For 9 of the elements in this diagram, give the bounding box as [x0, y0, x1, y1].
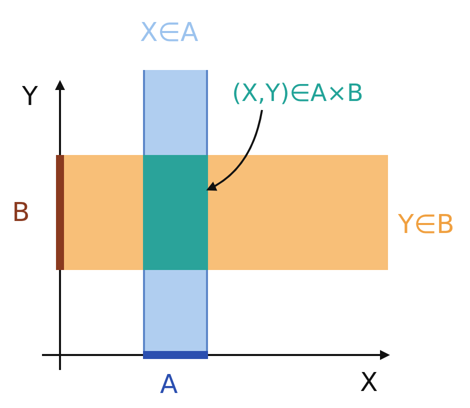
axis-label: Y [22, 82, 38, 112]
set-label: B [12, 198, 30, 228]
intersection-region [143, 155, 208, 270]
set-label: X∈A [140, 18, 198, 48]
leader-arrow [206, 110, 263, 190]
set-label: A [160, 370, 178, 400]
product-label: (X,Y)∈A×B [232, 78, 364, 108]
set-label: Y∈B [398, 210, 454, 240]
axis-label: X [360, 368, 378, 398]
